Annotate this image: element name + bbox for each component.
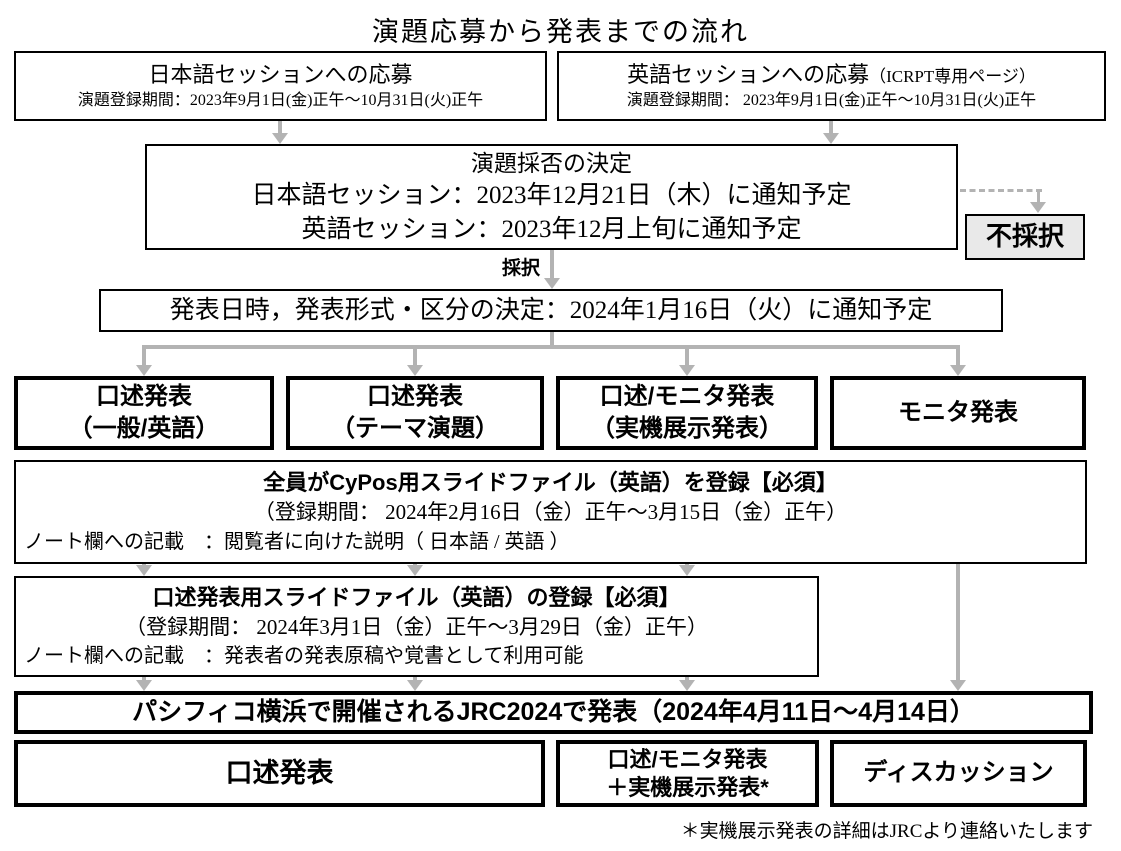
arrow-head-icon [679, 365, 695, 376]
box-rejected: 不採択 [965, 214, 1085, 260]
cypos-period: （登録期間： 2024年2月16日（金）正午～3月15日（金）正午） [253, 500, 848, 525]
jp-submission-period: 演題登録期間：2023年9月1日(金)正午～10月31日(火)正午 [77, 92, 484, 110]
box-jp-submission: 日本語セッションへの応募 演題登録期間：2023年9月1日(金)正午～10月31… [14, 51, 547, 121]
arrow-head-icon [950, 680, 966, 691]
arrow-head-icon [1030, 202, 1046, 213]
box-oralslide-registration: 口述発表用スライドファイル（英語）の登録【必須】 （登録期間： 2024年3月1… [14, 576, 819, 677]
page-title: 演題応募から発表までの流れ [372, 17, 749, 47]
distribution-bar [142, 345, 960, 349]
en-submission-title-line: 英語セッションへの応募（ICRPT専用ページ） [627, 60, 1036, 90]
arrow-oralslide-to-jrc-3 [685, 677, 689, 682]
branch-line-3 [685, 345, 689, 366]
final-monitor-line2: ＋実機展示発表* [606, 774, 769, 800]
branch-line-1 [142, 345, 146, 366]
box-final-monitor: 口述/モニタ発表 ＋実機展示発表* [556, 740, 819, 807]
en-submission-period: 演題登録期間： 2023年9月1日(金)正午～10月31日(火)正午 [626, 92, 1037, 110]
cypos-title: 全員がCyPos用スライドファイル（英語）を登録【必須】 [263, 470, 838, 496]
box-oral-general: 口述発表 （一般/英語） [14, 376, 274, 450]
oral-monitor-line2: （実機展示発表） [591, 415, 783, 442]
arrow-head-icon [407, 680, 423, 691]
jrc-venue-text: パシフィコ横浜で開催されるJRC2024で発表（2024年4月11日～4月14日… [132, 697, 975, 726]
oralslide-title: 口述発表用スライドファイル（英語）の登録【必須】 [152, 584, 681, 610]
final-monitor-line1: 口述/モニタ発表 [607, 747, 768, 772]
monitor-label: モニタ発表 [898, 398, 1018, 426]
box-monitor: モニタ発表 [830, 376, 1086, 450]
schedule-notice-text: 発表日時，発表形式・区分の決定：2024年1月16日（火）に通知予定 [169, 296, 933, 324]
arrow-head-icon [823, 133, 839, 144]
oral-general-line1: 口述発表 [96, 382, 192, 410]
branch-line-2 [413, 345, 417, 366]
box-decision: 演題採否の決定 日本語セッション：2023年12月21日（木）に通知予定 英語セ… [145, 144, 958, 250]
box-schedule-notice: 発表日時，発表形式・区分の決定：2024年1月16日（火）に通知予定 [99, 289, 1003, 332]
final-discussion-label: ディスカッション [863, 759, 1054, 787]
box-cypos-registration: 全員がCyPos用スライドファイル（英語）を登録【必須】 （登録期間： 2024… [14, 460, 1087, 564]
footnote: ＊実機展示発表の詳細はJRCより連絡いたします [680, 821, 1093, 842]
arrow-head-icon [136, 680, 152, 691]
decision-title: 演題採否の決定 [471, 150, 632, 176]
oral-monitor-line1: 口述/モニタ発表 [599, 382, 775, 410]
box-en-submission: 英語セッションへの応募（ICRPT専用ページ） 演題登録期間： 2023年9月1… [557, 51, 1106, 121]
box-jrc-venue: パシフィコ横浜で開催されるJRC2024で発表（2024年4月11日～4月14日… [14, 691, 1093, 734]
jp-submission-title: 日本語セッションへの応募 [148, 61, 413, 87]
arrow-en-to-decision [829, 121, 833, 134]
arrow-head-icon [544, 278, 560, 289]
decision-en-notice: 英語セッション：2023年12月上旬に通知予定 [301, 215, 802, 243]
oralslide-note: ノート欄への記載 ：発表者の発表原稿や覚書として利用可能 [24, 645, 584, 668]
distribution-stem [550, 332, 554, 347]
arrow-head-icon [950, 365, 966, 376]
oral-general-line2: （一般/英語） [68, 415, 220, 442]
oral-theme-line1: 口述発表 [367, 382, 463, 410]
branch-line-4 [956, 345, 960, 366]
arrow-head-icon [679, 565, 695, 576]
accepted-label: 採択 [502, 258, 541, 279]
arrow-head-icon [407, 565, 423, 576]
box-final-discussion: ディスカッション [830, 740, 1087, 807]
decision-jp-notice: 日本語セッション：2023年12月21日（木）に通知予定 [251, 181, 852, 209]
arrow-head-icon [136, 365, 152, 376]
box-oral-monitor: 口述/モニタ発表 （実機展示発表） [556, 376, 818, 450]
box-final-oral: 口述発表 [14, 740, 545, 807]
arrow-head-icon [272, 133, 288, 144]
arrow-jp-to-decision [278, 121, 282, 134]
arrow-head-icon [136, 565, 152, 576]
arrow-decision-to-schedule [550, 250, 554, 279]
cypos-note: ノート欄への記載 ：閲覧者に向けた説明（ 日本語 / 英語 ） [24, 530, 570, 553]
arrow-oralslide-to-jrc-1 [142, 677, 146, 682]
en-submission-title: 英語セッションへの応募 [627, 61, 870, 87]
oralslide-period: （登録期間： 2024年3月1日（金）正午～3月29日（金）正午） [125, 614, 708, 639]
dashed-arrow-to-rejected [1037, 191, 1040, 203]
rejected-label: 不採択 [985, 221, 1064, 252]
box-oral-theme: 口述発表 （テーマ演題） [286, 376, 544, 450]
arrow-head-icon [407, 365, 423, 376]
oral-theme-line2: （テーマ演題） [331, 415, 499, 442]
en-submission-title-note: （ICRPT専用ページ） [869, 66, 1036, 86]
arrow-oralslide-to-jrc-2 [413, 677, 417, 682]
arrow-head-icon [679, 680, 695, 691]
final-oral-label: 口述発表 [225, 758, 334, 789]
dashed-arrow-to-rejected [960, 189, 1042, 192]
arrow-monitor-to-jrc [956, 564, 960, 682]
